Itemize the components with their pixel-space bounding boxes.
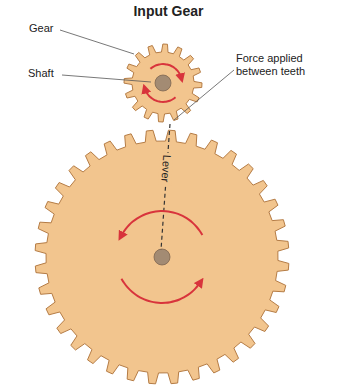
part-label: Shaft <box>28 67 54 80</box>
rotation-arrow <box>145 88 176 102</box>
leader-line <box>60 30 134 54</box>
leader-line <box>62 75 151 82</box>
rotation-arrow <box>150 64 181 79</box>
gear <box>35 130 289 384</box>
rotation-arrow <box>121 279 201 303</box>
shaft <box>155 75 171 91</box>
part-label: Force applied between teeth <box>236 52 326 78</box>
gear <box>124 44 202 122</box>
part-label: Gear <box>29 22 53 35</box>
leader-line <box>174 70 234 120</box>
title: Input Gear <box>0 3 337 20</box>
lever-line <box>161 124 170 250</box>
shaft <box>154 249 170 265</box>
lever-label: Lever <box>158 152 173 184</box>
rotation-arrow <box>120 211 202 237</box>
